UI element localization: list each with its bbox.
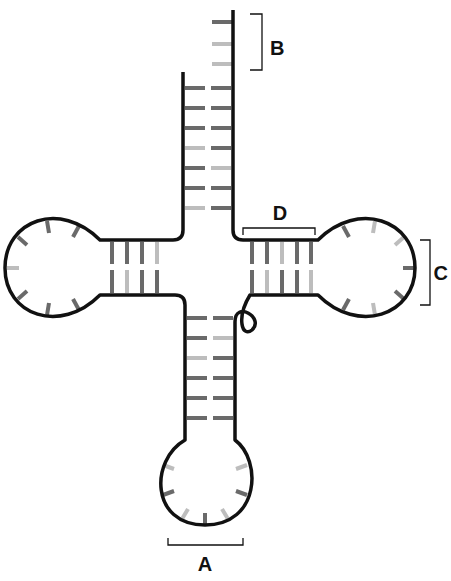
- part-label: C: [434, 262, 448, 284]
- rna-backbone: [5, 10, 415, 525]
- bracket: [243, 228, 315, 235]
- part-label: D: [273, 202, 287, 224]
- brackets: [168, 14, 430, 545]
- bracket: [420, 240, 430, 305]
- bracket: [250, 14, 262, 70]
- base-pairs: [7, 22, 415, 525]
- part-label: A: [198, 553, 212, 575]
- bracket: [168, 538, 243, 545]
- part-label: B: [270, 37, 284, 59]
